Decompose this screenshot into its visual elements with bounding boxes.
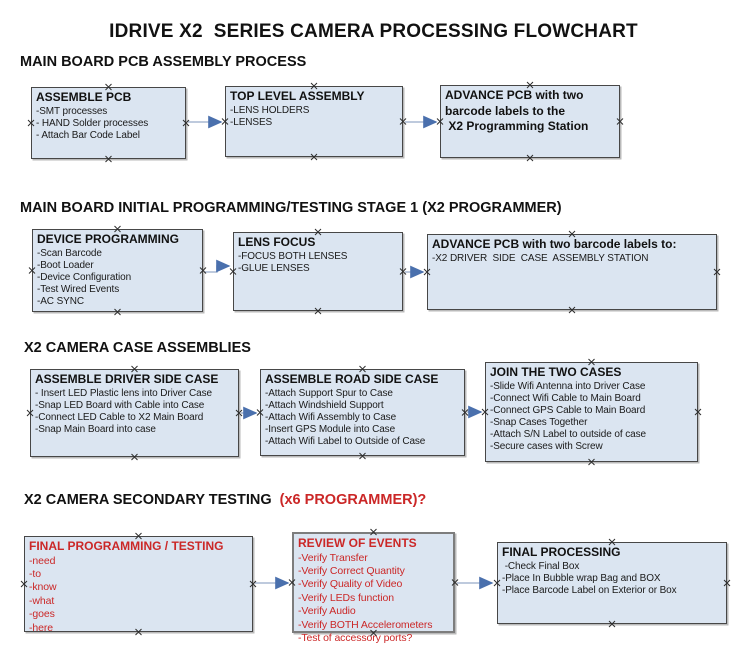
box-item: -GLUE LENSES (238, 262, 310, 274)
section-heading-initial-programming: MAIN BOARD INITIAL PROGRAMMING/TESTING S… (20, 200, 562, 216)
box-item: -Verify LEDs function (298, 591, 394, 604)
box-title: ASSEMBLE ROAD SIDE CASE (265, 372, 439, 386)
box-item: -need (29, 554, 56, 567)
box-item: -Scan Barcode (37, 247, 102, 259)
box-item: -Verify Audio (298, 605, 356, 618)
box-title: JOIN THE TWO CASES (490, 365, 622, 379)
flow-box-top-level-assembly: TOP LEVEL ASSEMBLY -LENS HOLDERS -LENSES (225, 86, 403, 157)
box-item: -Snap LED Board with Cable into Case (35, 399, 205, 411)
flow-box-review-of-events: REVIEW OF EVENTS -Verify Transfer -Verif… (292, 532, 455, 644)
flow-box-join-the-two-cases: JOIN THE TWO CASES -Slide Wifi Antenna i… (485, 362, 698, 462)
box-item: -Attach Windshield Support (265, 399, 384, 411)
box-item: -Boot Loader (37, 259, 94, 271)
box-title: DEVICE PROGRAMMING (37, 232, 180, 246)
box-title: LENS FOCUS (238, 235, 316, 249)
box-item: - HAND Solder processes (36, 117, 149, 129)
box-item: -Test of accessory ports? (298, 632, 413, 645)
box-item: -Connect Wifi Cable to Main Board (490, 392, 641, 404)
box-item: -to (29, 568, 41, 581)
flow-box-assemble-pcb: ASSEMBLE PCB -SMT processes - HAND Solde… (31, 87, 186, 159)
box-item: -AC SYNC (37, 295, 84, 307)
box-item: -Connect LED Cable to X2 Main Board (35, 411, 204, 423)
box-item: -Device Configuration (37, 271, 132, 283)
box-item: -LENS HOLDERS (230, 104, 310, 116)
box-item: -Connect GPS Cable to Main Board (490, 404, 646, 416)
flow-box-assemble-driver-side-case: ASSEMBLE DRIVER SIDE CASE - Insert LED P… (30, 369, 239, 457)
flow-box-final-programming-testing: FINAL PROGRAMMING / TESTING -need -to -k… (24, 536, 253, 634)
connector-arrow (205, 259, 231, 273)
box-item: -goes (29, 608, 55, 621)
flow-box-advance-pcb-programming-station: ADVANCE PCB with two barcode labels to t… (440, 85, 620, 158)
secondary-testing-label-black: X2 CAMERA SECONDARY TESTING (24, 492, 276, 508)
box-title: FINAL PROGRAMMING / TESTING (29, 539, 224, 553)
box-item: -Snap Main Board into case (35, 423, 156, 435)
box-item: -Verify Quality of Video (298, 578, 403, 591)
box-item: -Test Wired Events (37, 283, 120, 295)
box-item: -Verify Correct Quantity (298, 565, 405, 578)
section-heading-case-assemblies: X2 CAMERA CASE ASSEMBLIES (24, 340, 251, 356)
box-item: -Verify BOTH Accelerometers (298, 618, 433, 631)
box-item: -SMT processes (36, 105, 108, 117)
flow-box-advance-pcb-driver-side: ADVANCE PCB with two barcode labels to: … (427, 234, 717, 310)
box-item: -Place Barcode Label on Exterior or Box (502, 584, 677, 596)
box-item: - Insert LED Plastic lens into Driver Ca… (35, 387, 212, 399)
flow-box-device-programming: DEVICE PROGRAMMING -Scan Barcode -Boot L… (32, 229, 203, 312)
box-item: -Attach S/N Label to outside of case (490, 428, 646, 440)
box-item: -Slide Wifi Antenna into Driver Case (490, 380, 646, 392)
box-item: -FOCUS BOTH LENSES (238, 250, 348, 262)
section-heading-secondary-testing: X2 CAMERA SECONDARY TESTING (x6 PROGRAMM… (24, 492, 426, 508)
box-item: -Verify Transfer (298, 551, 368, 564)
box-title: TOP LEVEL ASSEMBLY (230, 89, 365, 103)
box-item: -know (29, 581, 57, 594)
box-item: -Insert GPS Module into Case (265, 423, 396, 435)
flow-box-lens-focus: LENS FOCUS -FOCUS BOTH LENSES -GLUE LENS… (233, 232, 403, 311)
section-heading-pcb-assembly: MAIN BOARD PCB ASSEMBLY PROCESS (20, 54, 307, 70)
box-item: -LENSES (230, 116, 273, 128)
box-item: -here (29, 621, 54, 634)
box-item: - Attach Bar Code Label (36, 129, 140, 141)
box-title: ASSEMBLE PCB (36, 90, 132, 104)
flow-box-assemble-road-side-case: ASSEMBLE ROAD SIDE CASE -Attach Support … (260, 369, 465, 456)
box-item: -Snap Cases Together (490, 416, 588, 428)
box-title: ADVANCE PCB with two barcode labels to t… (445, 88, 589, 134)
box-title: ASSEMBLE DRIVER SIDE CASE (35, 372, 219, 386)
box-item: -what (29, 594, 55, 607)
box-item: -Attach Support Spur to Case (265, 387, 393, 399)
flow-box-final-processing: FINAL PROCESSING -Check Final Box -Place… (497, 542, 727, 624)
page-title: IDRIVE X2 SERIES CAMERA PROCESSING FLOWC… (109, 21, 638, 42)
secondary-testing-label-red: (x6 PROGRAMMER)? (275, 492, 427, 508)
box-item: -Place In Bubble wrap Bag and BOX (502, 572, 661, 584)
box-item: -Secure cases with Screw (490, 440, 603, 452)
box-item: -Check Final Box (502, 560, 580, 572)
box-item: -Attach Wifi Assembly to Case (265, 411, 397, 423)
box-title: REVIEW OF EVENTS (298, 536, 417, 550)
box-item: -X2 DRIVER SIDE CASE ASSEMBLY STATION (432, 252, 649, 264)
box-title: FINAL PROCESSING (502, 545, 621, 559)
box-item: -Attach Wifi Label to Outside of Case (265, 435, 426, 447)
box-title: ADVANCE PCB with two barcode labels to: (432, 237, 677, 251)
